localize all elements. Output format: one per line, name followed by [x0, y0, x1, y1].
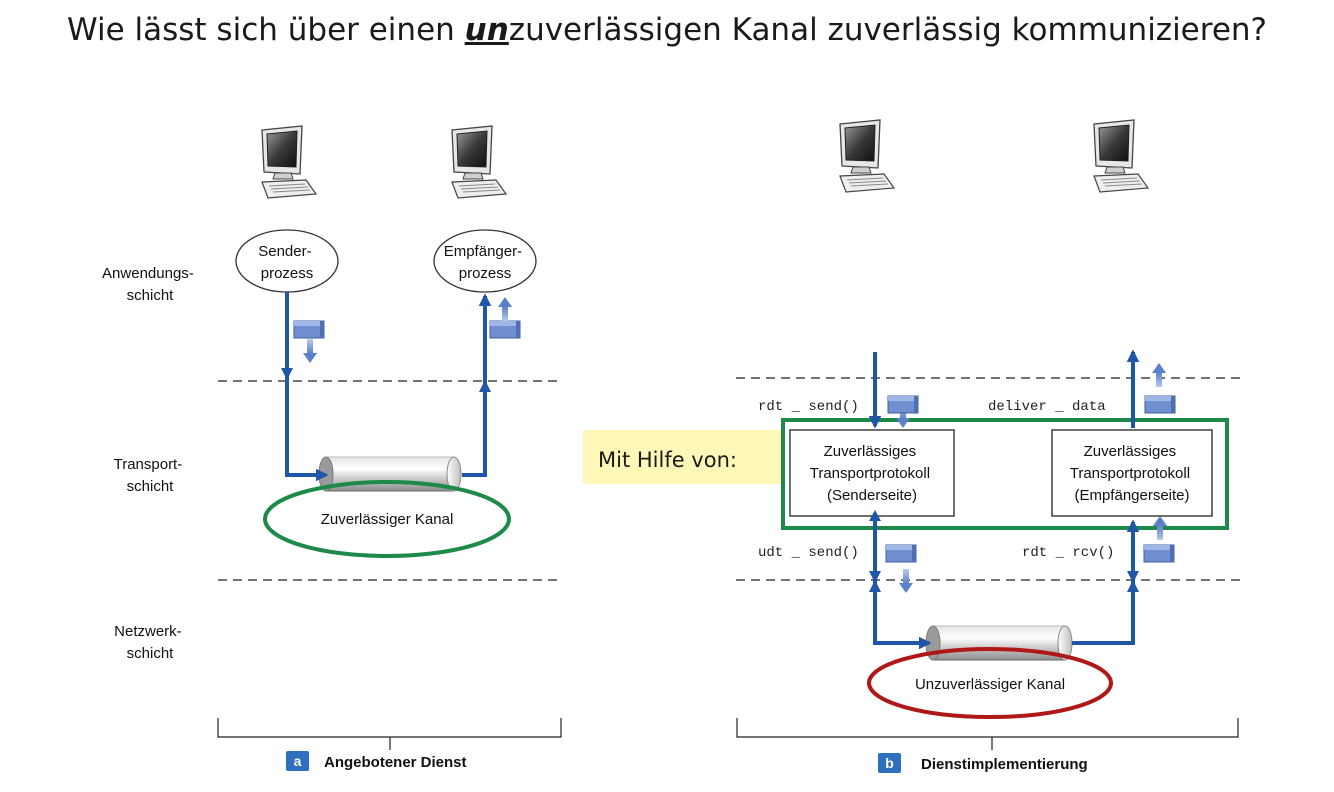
mit-hilfe-highlight: [583, 430, 783, 484]
badge-a-letter: a: [294, 753, 302, 769]
arrow-head: [1127, 571, 1139, 583]
data-packet-icon: [1144, 395, 1176, 414]
up-arrow-icon: [1152, 363, 1166, 387]
layer-label-network: Netzwerk- schicht: [114, 623, 186, 662]
arrow-head: [869, 571, 881, 583]
arrow-head: [869, 510, 881, 521]
arrow-head: [479, 380, 491, 392]
unreliable-channel-ring: [867, 647, 1113, 719]
send-arrow-a: [285, 292, 329, 482]
arrow-head: [869, 580, 881, 592]
sender-protocol-label: Zuverlässiges Transportprotokoll (Sender…: [810, 443, 935, 504]
data-packet-icon: [293, 320, 325, 339]
receiver-process-label: Empfänger- prozess: [444, 243, 527, 282]
data-packet-icon: [489, 320, 521, 339]
mit-hilfe-label: Mit Hilfe von:: [598, 448, 737, 472]
down-arrow-icon: [303, 339, 317, 363]
data-packet-icon: [1143, 544, 1175, 563]
data-packet-icon: [887, 395, 919, 414]
udt-send-arrow: [873, 518, 932, 650]
sender-process-label: Sender- prozess: [258, 243, 316, 282]
sender-process: [235, 229, 339, 293]
rdt-rcv-label: rdt _ rcv(): [1022, 545, 1114, 561]
data-packet-icon: [885, 544, 917, 563]
receiver-protocol-box: [1051, 429, 1213, 517]
arrow-head: [1127, 580, 1139, 592]
deliver-arrow-a: [462, 293, 492, 477]
transport-protocol-frame: [781, 418, 1229, 530]
rdt-send-label: rdt _ send(): [758, 399, 859, 415]
reliable-channel-ring: [263, 480, 511, 558]
arrow-head: [281, 368, 293, 380]
badge-a: [286, 751, 309, 771]
computer-icon: [261, 125, 317, 199]
down-arrow-icon: [899, 569, 913, 593]
rdt-rcv-arrow: [1072, 519, 1140, 645]
udt-send-label: udt _ send(): [758, 545, 859, 561]
badge-b-letter: b: [885, 755, 894, 771]
unreliable-channel-label: Unzuverlässiger Kanal: [915, 676, 1065, 693]
receiver-protocol-label: Zuverlässiges Transportprotokoll (Empfän…: [1070, 443, 1195, 504]
page-title: Wie lässt sich über einen unzuverlässige…: [67, 12, 1267, 48]
layer-label-application: Anwendungs- schicht: [102, 265, 198, 304]
computer-icon: [451, 125, 507, 199]
caption-a: Angebotener Dienst: [324, 754, 467, 771]
deliver-data-label: deliver _ data: [988, 399, 1106, 415]
reliable-channel-label: Zuverlässiger Kanal: [321, 511, 454, 528]
receiver-process: [433, 229, 537, 293]
up-arrow-icon: [498, 297, 512, 321]
layer-label-transport: Transport- schicht: [114, 456, 187, 495]
bracket-a: [217, 718, 562, 750]
computer-icon: [1093, 119, 1149, 193]
computer-icon: [839, 119, 895, 193]
caption-b: Dienstimplementierung: [921, 756, 1088, 773]
bracket-b: [736, 718, 1239, 750]
badge-b: [878, 753, 901, 773]
